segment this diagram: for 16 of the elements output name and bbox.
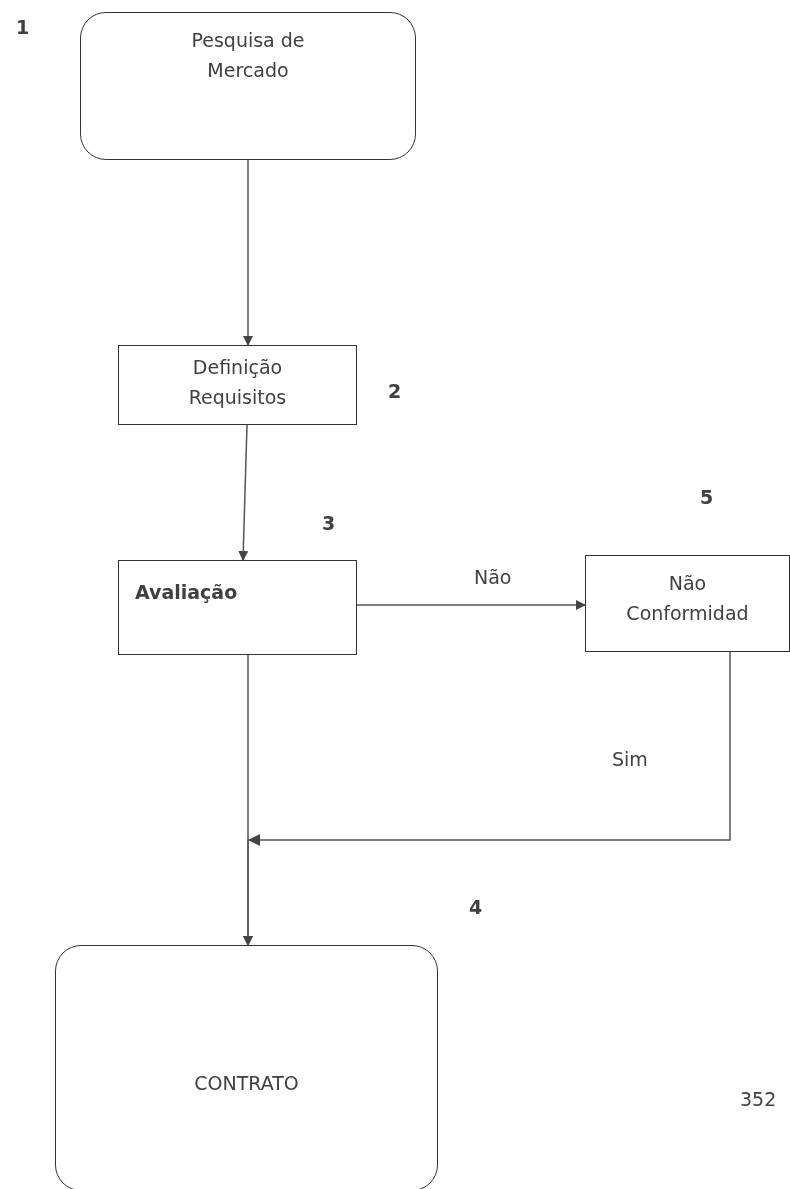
process-box	[585, 555, 790, 652]
step-number: 3	[322, 512, 336, 534]
page-number: 352	[740, 1088, 777, 1110]
step-number: 2	[388, 380, 402, 402]
terminal-box	[80, 12, 416, 160]
process-box	[118, 345, 357, 425]
process-box	[118, 560, 357, 655]
node-label: Definição Requisitos	[187, 355, 288, 410]
terminal-box	[55, 945, 438, 1189]
node-label: Pesquisa de Mercado	[190, 28, 306, 83]
step-number: 4	[469, 896, 483, 918]
step-number: 5	[700, 486, 714, 508]
node-label: Não Conformidad	[625, 571, 750, 626]
node-label: CONTRATO	[194, 1071, 299, 1096]
step-number: 1	[16, 16, 30, 38]
node-label: Avaliação	[135, 580, 238, 605]
